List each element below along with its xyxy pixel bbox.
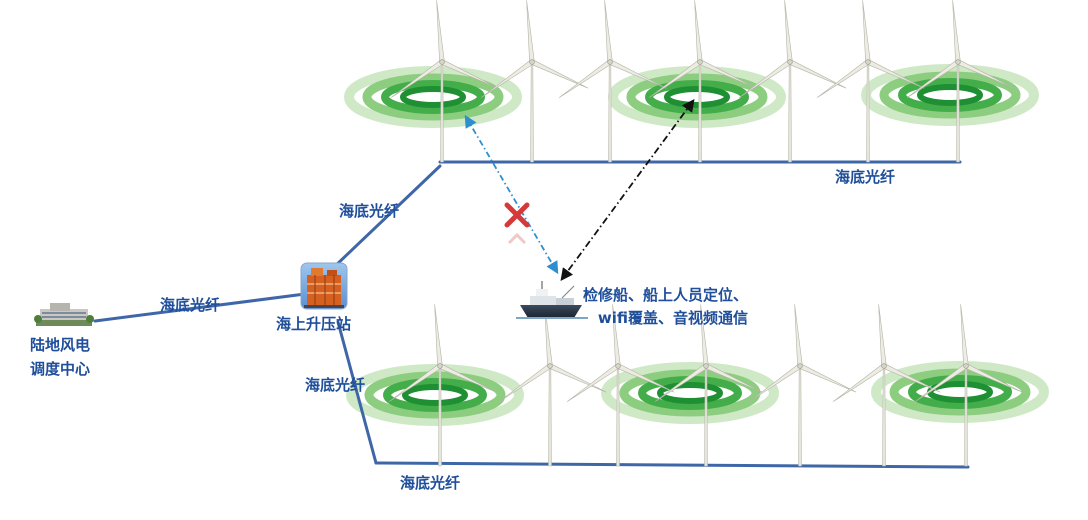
wind-turbine-icon	[559, 0, 666, 162]
blocked-x-icon	[507, 205, 527, 243]
station-label: 海上升压站	[276, 317, 351, 332]
wireless-signal-icon	[351, 369, 519, 421]
cable-label-upper-left: 海底光纤	[339, 204, 399, 219]
control-center-label: 陆地风电 调度中心	[30, 333, 90, 381]
signal-group	[349, 69, 1044, 421]
ship-caption: 检修船、船上人员定位、 wifi覆盖、音视频通信	[583, 284, 748, 330]
wireless-signal-icon	[349, 71, 517, 123]
cable-lower-row	[376, 463, 968, 467]
blocked-link-arrow	[466, 117, 557, 272]
cable-label-upper-right: 海底光纤	[835, 170, 895, 185]
ok-link-arrow	[562, 101, 693, 279]
wireless-signal-icon	[866, 69, 1034, 121]
building-icon	[34, 303, 94, 326]
wireless-signal-icon	[613, 71, 781, 123]
cable-label-bottom: 海底光纤	[400, 476, 460, 491]
link-group	[466, 101, 693, 279]
cable-label-land: 海底光纤	[160, 298, 220, 313]
cable-label-lower-left: 海底光纤	[305, 378, 365, 393]
service-ship-icon	[516, 281, 588, 318]
offshore-substation-icon	[301, 263, 347, 309]
